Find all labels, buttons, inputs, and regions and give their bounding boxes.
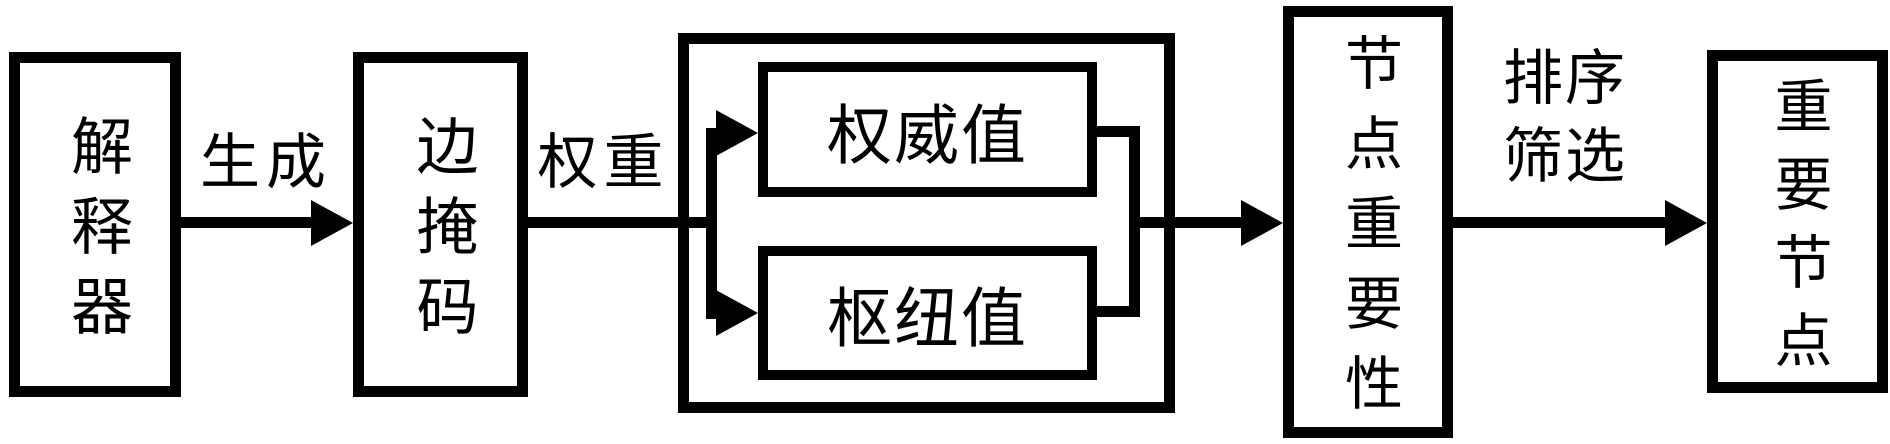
node-edge-mask: 边掩码 xyxy=(353,52,528,397)
edge-label-rank-filter: 排序 筛选 xyxy=(1445,40,1685,196)
arrow-generate-line xyxy=(181,217,314,228)
node-important-nodes: 重要节点 xyxy=(1707,50,1888,393)
node-interpreter-label: 解释器 xyxy=(61,113,129,354)
branch-vertical-line xyxy=(706,128,717,319)
branch-authority-line xyxy=(706,128,720,139)
branch-hub-line xyxy=(706,308,720,319)
arrow-generate-head-icon xyxy=(311,200,353,246)
arrow-rank-line xyxy=(1453,217,1669,228)
edge-label-rank-line1: 排序 xyxy=(1503,46,1627,112)
edge-weight-line xyxy=(528,217,717,228)
arrow-rank-head-icon xyxy=(1665,200,1707,246)
node-edge-mask-label: 边掩码 xyxy=(406,113,475,354)
arrow-importance-head-icon xyxy=(1241,200,1283,246)
node-interpreter: 解释器 xyxy=(9,52,181,397)
node-authority-value: 权威值 xyxy=(758,62,1097,197)
edge-label-rank-line2: 筛选 xyxy=(1503,124,1627,190)
edge-label-generate: 生成 xyxy=(200,130,332,196)
node-hub-value: 枢纽值 xyxy=(758,246,1097,380)
merge-authority-line xyxy=(1097,126,1140,137)
node-hub-value-label: 枢纽值 xyxy=(826,284,1028,356)
merge-hub-line xyxy=(1097,306,1140,317)
node-important-nodes-label: 重要节点 xyxy=(1765,75,1831,388)
arrow-authority-head-icon xyxy=(716,110,758,156)
node-node-importance-label: 节点重要性 xyxy=(1336,33,1401,433)
edge-label-weight: 权重 xyxy=(537,130,670,196)
arrow-hub-head-icon xyxy=(716,290,758,336)
arrow-importance-line xyxy=(1129,217,1245,228)
node-authority-value-label: 权威值 xyxy=(826,100,1028,173)
node-node-importance: 节点重要性 xyxy=(1283,6,1453,438)
